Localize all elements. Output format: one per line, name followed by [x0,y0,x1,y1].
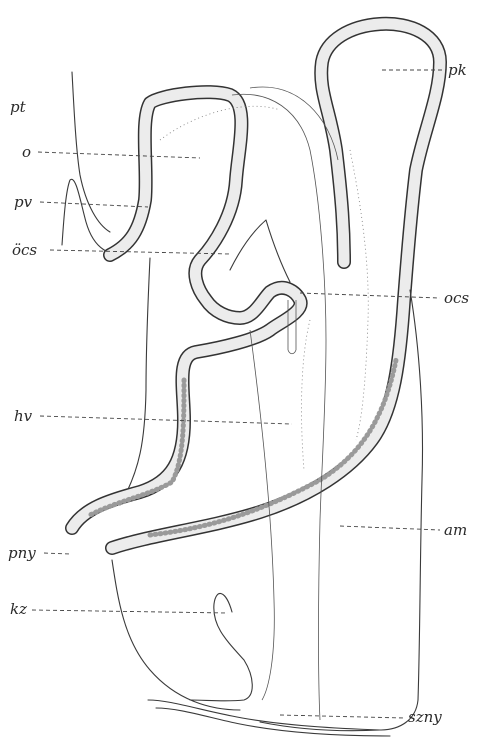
leader-pny [44,553,70,554]
dotted-inner-1 [160,106,280,140]
inner-outline-1 [232,94,326,720]
leader-pv [40,202,148,207]
label-ocs-right: ocs [444,289,469,307]
body-lower-left [112,560,240,710]
leader-o [38,152,200,158]
body-left-contour [120,258,150,505]
digestive-tube-dots [90,380,184,515]
pv-loop [62,179,126,254]
label-szny: szny [408,708,442,726]
label-am: am [444,521,467,539]
label-pt: pt [10,98,27,116]
leader-szny [280,715,404,718]
leader-kz [32,610,228,613]
leader-ocs-right [300,293,440,298]
leader-hv [40,416,292,424]
leader-am [340,526,440,530]
top-left-vessel [72,72,110,232]
label-ocs-left: öcs [12,241,37,259]
szny-tail-2 [156,708,390,736]
label-o: o [22,143,31,161]
label-pk: pk [448,61,467,79]
center-fold [230,220,290,282]
label-hv: hv [14,407,33,425]
label-pny: pny [8,544,36,562]
szny-tail [148,700,380,730]
label-kz: kz [10,600,27,618]
dotted-inner-3 [302,320,310,470]
label-pv: pv [14,193,33,211]
kz-chamber [190,594,252,701]
diagram-drawing [62,24,440,736]
